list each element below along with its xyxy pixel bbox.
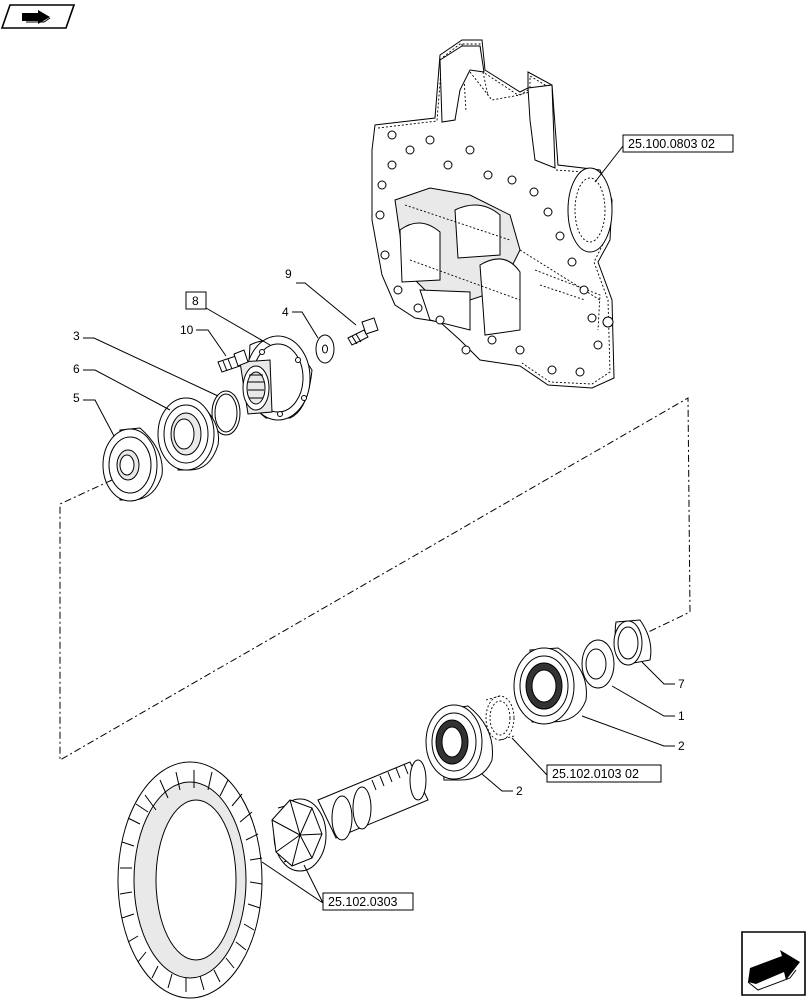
part-6-seal (157, 397, 220, 471)
callout-9-label: 9 (285, 267, 292, 281)
callout-2-lower: 2 (481, 773, 523, 798)
callout-4-label: 4 (282, 305, 289, 319)
callout-2-lower-label: 2 (516, 784, 523, 798)
part-10-stud (217, 349, 249, 373)
bearings-reference[interactable]: 25.102.0103 02 (511, 737, 662, 783)
part-2-bearing-upper (513, 647, 587, 725)
part-5-seal (102, 427, 163, 502)
callout-7-label: 7 (678, 677, 685, 691)
callout-1-label: 1 (678, 709, 685, 723)
housing-reference[interactable]: 25.100.0803 02 (594, 134, 734, 183)
callout-3-label: 3 (73, 329, 80, 343)
part-9-bolt (347, 317, 379, 346)
callout-1: 1 (611, 685, 685, 723)
callout-10-label: 10 (180, 323, 194, 337)
callout-9: 9 (285, 267, 357, 326)
callout-6: 6 (73, 362, 171, 411)
part-1-lock-washer (581, 639, 615, 689)
callout-8[interactable]: 8 (185, 291, 271, 346)
next-page-arrow-icon[interactable] (741, 931, 806, 996)
callout-8-label: 8 (192, 294, 199, 308)
callout-2-upper: 2 (581, 715, 685, 753)
callout-7: 7 (641, 661, 685, 691)
gears-reference-text: 25.102.0303 (328, 895, 398, 909)
bearings-reference-text: 25.102.0103 02 (552, 767, 639, 781)
callout-10: 10 (180, 323, 227, 357)
bearing-cup (485, 695, 515, 741)
pinion-shaft (317, 759, 429, 841)
part-7-nut (613, 619, 652, 666)
callout-5: 5 (73, 391, 115, 437)
part-4-washer (315, 334, 335, 364)
callout-5-label: 5 (73, 391, 80, 405)
part-3-snap-ring (211, 390, 241, 436)
callout-6-label: 6 (73, 362, 80, 376)
housing-reference-text: 25.100.0803 02 (628, 137, 715, 151)
gears-reference[interactable]: 25.102.0303 (261, 861, 414, 911)
part-8-flange (239, 335, 313, 421)
book-arrow-icon[interactable] (0, 4, 76, 29)
part-2-bearing-lower (425, 704, 493, 781)
assembly-line (59, 397, 691, 761)
callout-4: 4 (282, 305, 319, 339)
callout-3: 3 (73, 329, 219, 397)
callout-2-upper-label: 2 (678, 739, 685, 753)
ring-gear (117, 761, 263, 999)
pinion-gear (271, 798, 327, 872)
transmission-housing (371, 39, 615, 389)
